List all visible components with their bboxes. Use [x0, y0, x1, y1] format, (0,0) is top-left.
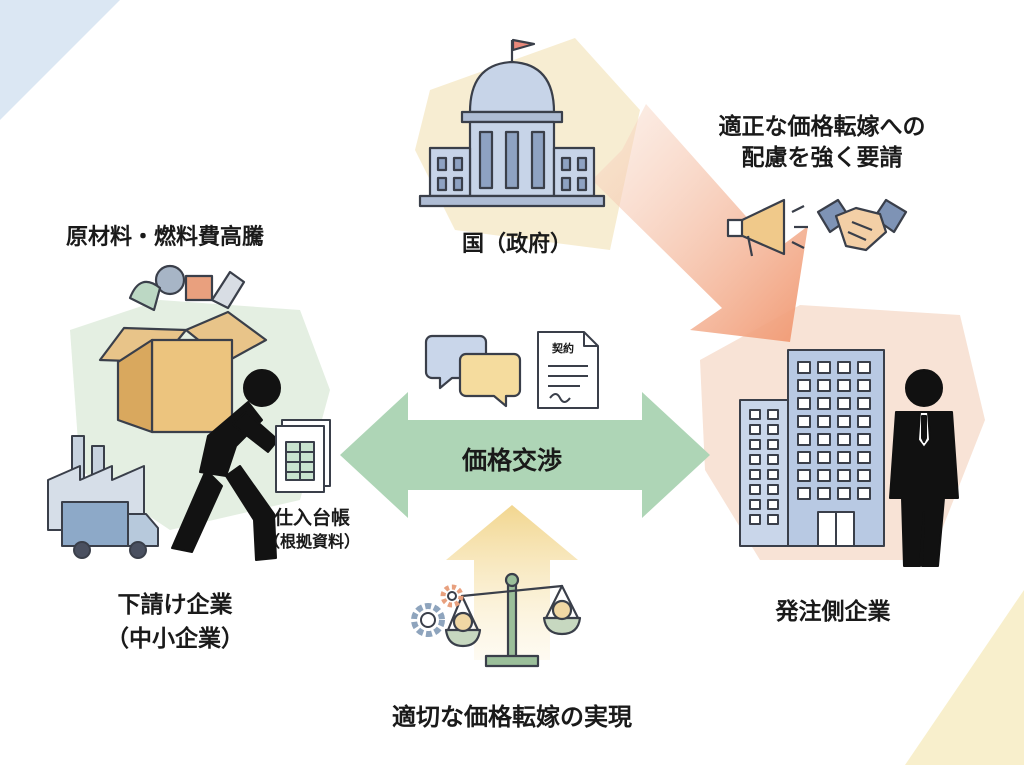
- ledger-label: 仕入台帳 （根拠資料）: [256, 506, 368, 554]
- building-window: [817, 415, 831, 428]
- handshake-icon: [816, 198, 908, 252]
- request-arrow: [592, 104, 808, 342]
- building-window: [857, 361, 871, 374]
- bg-corner-yellow: [905, 590, 1024, 765]
- building-window: [797, 415, 811, 428]
- building-window: [797, 433, 811, 446]
- building-window: [837, 433, 851, 446]
- building-window: [767, 484, 779, 495]
- person-carrying-icon: [171, 369, 281, 561]
- building-window: [749, 484, 761, 495]
- bg-corner-blue: [0, 0, 120, 120]
- building-window: [797, 379, 811, 392]
- building-window: [767, 424, 779, 435]
- building-window: [817, 451, 831, 464]
- building-window: [857, 415, 871, 428]
- subcontractor-line-2: （中小企業）: [106, 626, 244, 652]
- client-label: 発注側企業: [775, 599, 891, 625]
- building-window: [797, 487, 811, 500]
- building-window: [749, 439, 761, 450]
- building-window: [837, 487, 851, 500]
- building-window: [837, 379, 851, 392]
- gears-icon: [411, 584, 464, 637]
- building-window: [797, 397, 811, 410]
- businessman-icon: [889, 369, 959, 567]
- result-label: 適切な価格転嫁の実現: [392, 703, 632, 731]
- government-label: 国（政府）: [461, 232, 572, 257]
- building-window: [817, 433, 831, 446]
- building-window: [767, 454, 779, 465]
- ledger-title: 仕入台帳: [273, 507, 350, 529]
- building-window: [837, 415, 851, 428]
- building-window: [857, 379, 871, 392]
- building-window: [837, 469, 851, 482]
- building-window: [857, 469, 871, 482]
- ledger-subtitle: （根拠資料）: [263, 532, 360, 551]
- building-window: [857, 487, 871, 500]
- megaphone-icon: [726, 198, 808, 257]
- building-window: [767, 439, 779, 450]
- building-window: [749, 469, 761, 480]
- negotiation-arrow: [340, 392, 710, 518]
- request-line-1: 適正な価格転嫁への: [718, 114, 926, 140]
- negotiation-label: 価格交渉: [461, 446, 562, 475]
- subcontractor-line-1: 下請け企業: [117, 592, 233, 618]
- subcontractor-name: 下請け企業 （中小企業）: [80, 588, 270, 656]
- building-window: [749, 424, 761, 435]
- building-window: [857, 433, 871, 446]
- building-window: [817, 397, 831, 410]
- building-window: [749, 409, 761, 420]
- balance-scale-icon: [444, 572, 582, 668]
- contract-document-icon: [537, 331, 599, 409]
- building-window: [817, 361, 831, 374]
- building-window: [817, 487, 831, 500]
- building-window: [837, 451, 851, 464]
- capitol-building-icon: [418, 38, 606, 208]
- building-window: [817, 469, 831, 482]
- building-window: [767, 409, 779, 420]
- ledger-document-icon: [275, 419, 331, 493]
- building-window: [797, 361, 811, 374]
- building-window: [837, 397, 851, 410]
- contract-label: 契約: [552, 342, 574, 355]
- building-window: [749, 514, 761, 525]
- cost-surge-label: 原材料・燃料費高騰: [66, 225, 265, 250]
- request-text: 適正な価格転嫁への 配慮を強く要請: [692, 112, 952, 174]
- cardboard-box-icon: [98, 264, 268, 434]
- building-window: [749, 454, 761, 465]
- building-window: [817, 379, 831, 392]
- truck-icon: [61, 501, 159, 559]
- building-window: [767, 514, 779, 525]
- building-window: [749, 499, 761, 510]
- building-window: [797, 469, 811, 482]
- office-building-icon: [739, 349, 885, 547]
- building-window: [857, 397, 871, 410]
- building-window: [837, 361, 851, 374]
- building-window: [767, 499, 779, 510]
- chat-bubbles-icon: [424, 334, 522, 408]
- building-window: [797, 451, 811, 464]
- request-line-2: 配慮を強く要請: [741, 145, 903, 171]
- building-window: [857, 451, 871, 464]
- building-window: [767, 469, 779, 480]
